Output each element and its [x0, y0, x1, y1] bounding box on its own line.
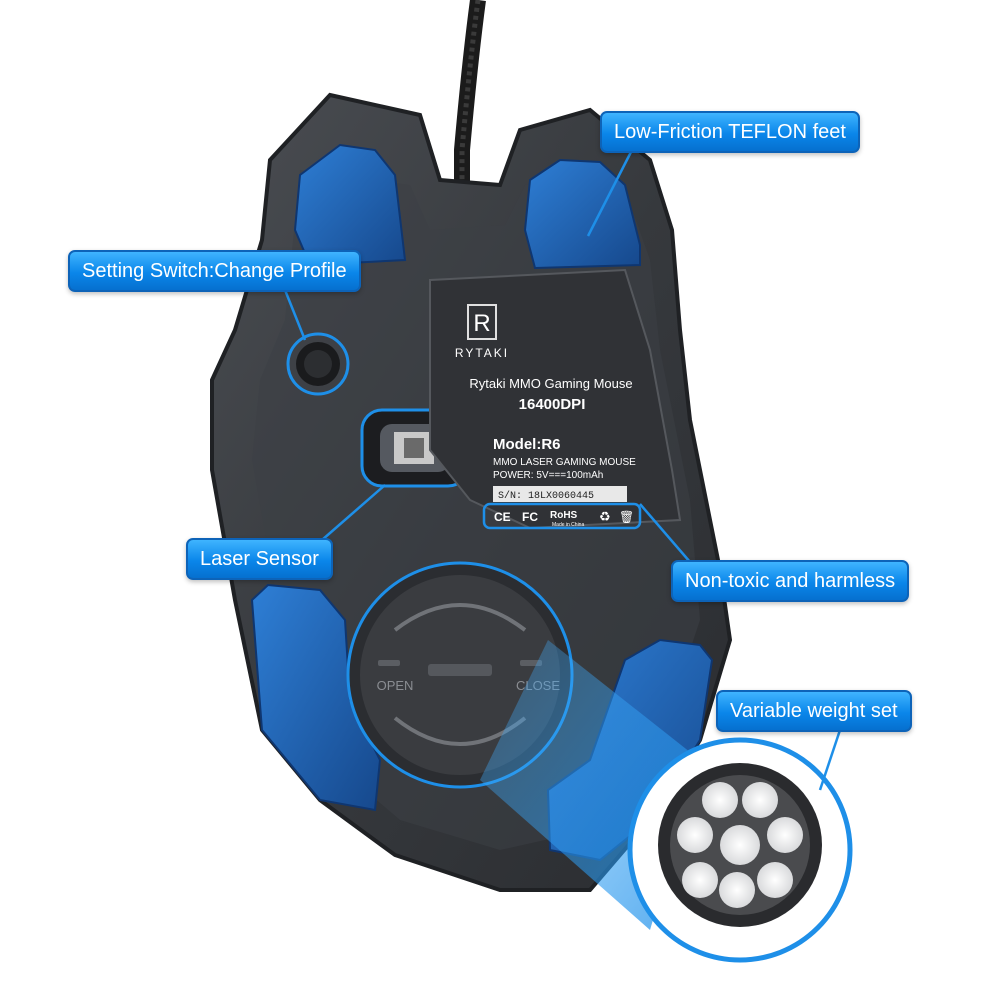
weight-piece: [719, 872, 755, 908]
cert-ce: CE: [494, 510, 511, 524]
weight-cover-open-label: OPEN: [377, 678, 414, 693]
weight-piece: [720, 825, 760, 865]
profile-switch-button: [286, 332, 350, 396]
product-label: [429, 268, 682, 530]
recycle-icon: ♻: [599, 509, 611, 524]
teflon-foot-top-left: [293, 143, 407, 267]
label-made-in: Made in China: [552, 522, 584, 528]
brand-name: RYTAKI: [455, 346, 509, 360]
weee-bin-icon: 🗑: [619, 510, 634, 524]
brand-logo-letter: R: [473, 310, 490, 337]
callout-variable-weight: Variable weight set: [716, 690, 912, 732]
label-type: MMO LASER GAMING MOUSE: [493, 457, 636, 468]
label-product-name: Rytaki MMO Gaming Mouse: [469, 376, 632, 391]
callout-teflon-feet: Low-Friction TEFLON feet: [600, 111, 860, 153]
cert-rohs: RoHS: [550, 510, 578, 521]
label-dpi: 16400DPI: [519, 396, 586, 413]
weight-piece: [702, 782, 738, 818]
callout-setting-switch: Setting Switch:Change Profile: [68, 250, 361, 292]
label-model: Model:R6: [493, 436, 561, 453]
label-power: POWER: 5V===100mAh: [493, 470, 603, 481]
weight-piece: [682, 862, 718, 898]
certification-highlight: [482, 502, 642, 530]
weight-piece: [677, 817, 713, 853]
callout-laser-sensor: Laser Sensor: [186, 538, 333, 580]
weight-piece: [767, 817, 803, 853]
callout-non-toxic: Non-toxic and harmless: [671, 560, 910, 602]
weight-piece: [742, 782, 778, 818]
usb-cable: [454, 0, 486, 190]
weights-zoom-view: [627, 737, 853, 963]
cert-fc: FC: [522, 510, 538, 524]
callout-connectors: [283, 149, 842, 791]
weight-piece: [757, 862, 793, 898]
brand-logo: [467, 304, 497, 340]
serial-sticker: [493, 486, 627, 502]
teflon-foot-top-right: [523, 158, 641, 270]
label-serial: S/N: 18LX0060445: [498, 490, 594, 502]
